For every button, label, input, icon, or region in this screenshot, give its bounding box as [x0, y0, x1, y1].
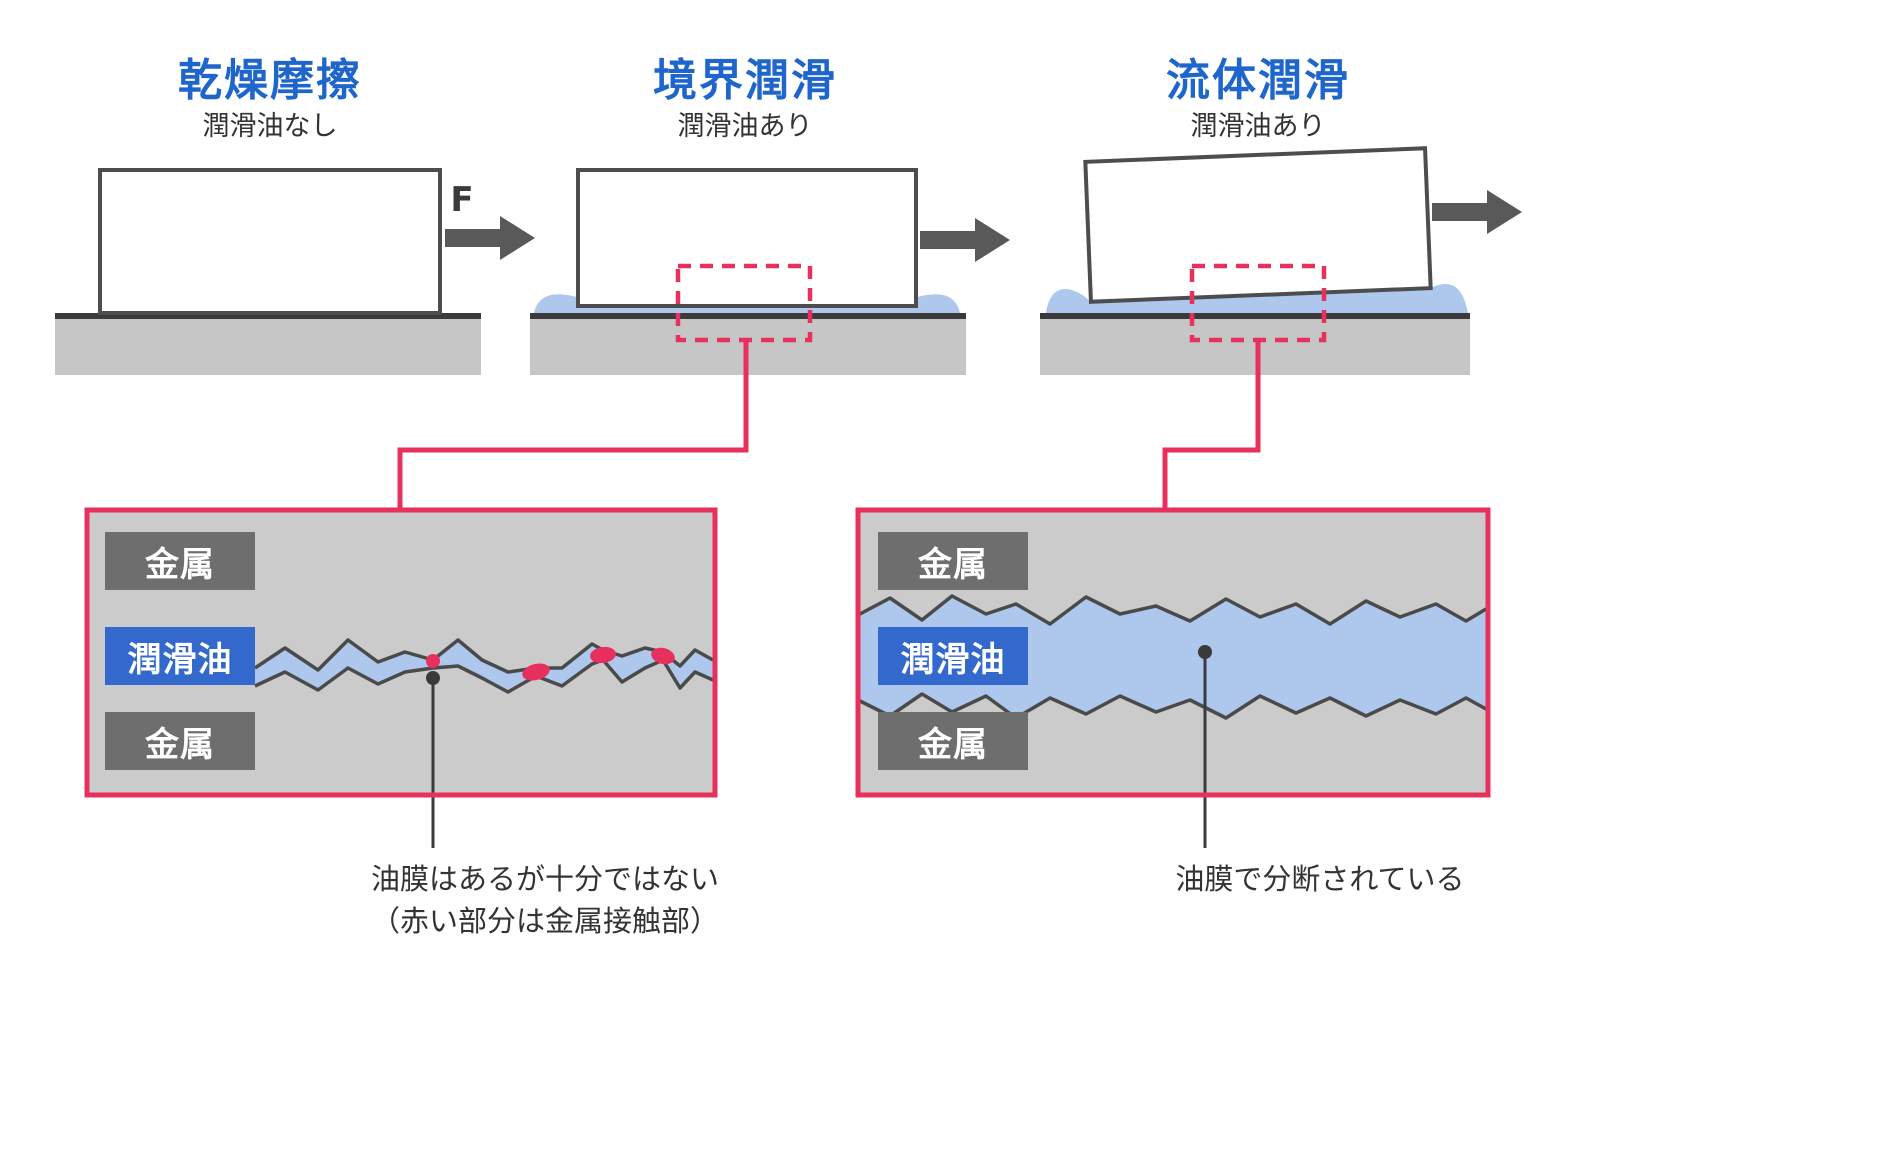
ground-body-1: [55, 319, 481, 375]
sliding-block-2: [576, 168, 918, 308]
caption-boundary-line1: 油膜はあるが十分ではない: [370, 862, 719, 896]
stage-title-fluid-lubrication: 流体潤滑: [1166, 55, 1350, 106]
caption-boundary-line2: （赤い部分は金属接触部）: [370, 904, 719, 939]
oil-pool-right-2: [914, 294, 960, 313]
sliding-block-1: [98, 168, 442, 315]
detail-panel-right-border: [855, 507, 1491, 798]
metal-surface-upper-right: [857, 594, 1487, 626]
metal-contact-spot: [651, 647, 675, 665]
label-lubricant-right: 潤滑油: [878, 627, 1028, 685]
metal-surface-lower-right: [857, 692, 1487, 720]
ground-body-3: [1040, 319, 1470, 375]
stage-title-dry-friction: 乾燥摩擦: [178, 55, 362, 106]
caption-fluid-line1: 油膜で分断されている: [1175, 862, 1465, 896]
force-arrow-2: [920, 218, 1010, 262]
label-lubricant-left: 潤滑油: [105, 627, 255, 685]
connector-line-2: [397, 340, 749, 512]
stage-subtitle-boundary-lubrication: 潤滑油あり: [677, 111, 813, 142]
oil-pool-left-2: [534, 294, 580, 313]
ground-line-3: [1040, 313, 1470, 319]
label-metal-bottom-right: 金属: [878, 712, 1028, 770]
metal-contact-spot: [522, 663, 550, 681]
metal-contact-spot: [590, 646, 616, 664]
connector-line-3: [1162, 340, 1261, 512]
metal-contact-spot: [426, 654, 440, 668]
stage-subtitle-fluid-lubrication: 潤滑油あり: [1190, 111, 1326, 142]
callout-dot-right: [1198, 645, 1212, 659]
oil-film-2: [580, 304, 914, 313]
sliding-block-3: [1083, 146, 1433, 304]
ground-line-1: [55, 313, 481, 319]
caption-fluid: 油膜で分断されている: [1020, 858, 1620, 900]
stage-subtitle-dry-friction: 潤滑油なし: [202, 111, 338, 142]
ground-line-2: [530, 313, 966, 319]
oil-band-right: [858, 596, 1486, 718]
label-metal-top-left: 金属: [105, 532, 255, 590]
force-arrow-3: [1432, 190, 1522, 234]
force-label: F: [450, 180, 474, 220]
force-arrow-1: [445, 216, 535, 260]
label-metal-top-right: 金属: [878, 532, 1028, 590]
callout-dot-left: [426, 671, 440, 685]
label-metal-bottom-left: 金属: [105, 712, 255, 770]
detail-panel-left-border: [84, 507, 718, 798]
stage-title-boundary-lubrication: 境界潤滑: [653, 55, 837, 106]
caption-boundary: 油膜はあるが十分ではない （赤い部分は金属接触部）: [245, 858, 845, 942]
